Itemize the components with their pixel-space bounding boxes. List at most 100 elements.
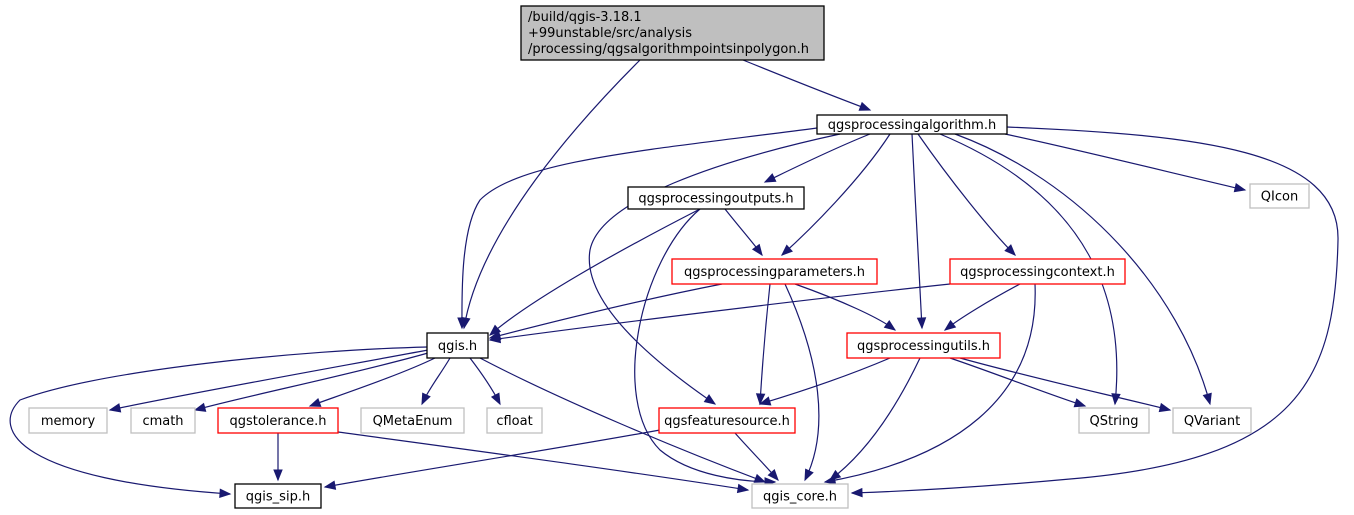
edge-arrowhead bbox=[273, 469, 283, 482]
edge-arrowhead bbox=[108, 403, 122, 413]
edge-line bbox=[1004, 133, 1246, 191]
edge-line bbox=[759, 283, 771, 405]
edge-qgsprocessingutils-to-qvariant bbox=[959, 357, 1172, 413]
edge-arrowhead bbox=[736, 483, 750, 494]
node-label: cfloat bbox=[496, 414, 532, 429]
node-box bbox=[816, 114, 1008, 135]
edge-line bbox=[911, 133, 923, 329]
node-label: QVariant bbox=[1184, 414, 1240, 429]
edge-line bbox=[959, 357, 1171, 411]
edge-arrowhead bbox=[1233, 183, 1247, 193]
edge-qgsprocessingalgorithm-to-qgsfeaturesource bbox=[588, 133, 841, 405]
edge-line bbox=[309, 357, 436, 407]
node-qgis[interactable]: qgis.h bbox=[426, 332, 489, 359]
edge-arrowhead bbox=[781, 244, 793, 256]
node-label: qgsprocessingoutputs.h bbox=[638, 192, 793, 207]
edge-arrowhead bbox=[457, 317, 467, 330]
node-label: qgsfeaturesource.h bbox=[664, 414, 790, 429]
edge-arrowhead bbox=[758, 396, 772, 406]
node-box bbox=[846, 332, 1001, 359]
node-cmath: cmath bbox=[130, 407, 196, 434]
node-qgstolerance[interactable]: qgstolerance.h bbox=[217, 407, 339, 434]
node-qgsprocessingparameters[interactable]: qgsprocessingparameters.h bbox=[671, 258, 878, 285]
node-box bbox=[1172, 407, 1252, 434]
edge-line bbox=[489, 283, 951, 341]
edge-arrowhead bbox=[703, 394, 717, 405]
edge-line bbox=[479, 357, 766, 483]
edge-line bbox=[489, 208, 701, 336]
edge-arrowhead bbox=[193, 402, 207, 412]
node-qgsprocessingalgorithm[interactable]: qgsprocessingalgorithm.h bbox=[816, 114, 1008, 135]
edge-qgsprocessingalgorithm-to-qgis bbox=[457, 127, 818, 330]
edge-line bbox=[851, 126, 1339, 494]
edge-line bbox=[829, 357, 921, 481]
edge-arrowhead bbox=[755, 393, 766, 406]
node-box bbox=[234, 483, 322, 509]
edge-qgis-to-memory bbox=[108, 349, 429, 413]
edge-arrowhead bbox=[804, 468, 814, 482]
nodes-layer: /build/qgis-3.18.1+99unstable/src/analys… bbox=[28, 5, 1310, 509]
edge-line bbox=[917, 133, 1016, 256]
node-label: QIcon bbox=[1261, 190, 1298, 205]
edge-qgsprocessingalgorithm-to-qicon bbox=[1004, 133, 1247, 193]
edge-arrowhead bbox=[1202, 392, 1212, 406]
node-label: QMetaEnum bbox=[373, 414, 453, 429]
edge-line bbox=[784, 283, 820, 481]
node-qicon: QIcon bbox=[1249, 183, 1310, 209]
edge-line bbox=[794, 283, 896, 331]
edge-qgis-to-qmetaenum bbox=[421, 357, 451, 406]
node-qgis_core: qgis_core.h bbox=[751, 483, 849, 509]
node-box bbox=[658, 407, 796, 434]
node-box bbox=[217, 407, 339, 434]
node-box bbox=[1249, 183, 1310, 209]
edge-arrowhead bbox=[308, 397, 322, 407]
edge-arrowhead bbox=[753, 473, 767, 483]
edge-arrowhead bbox=[1158, 402, 1172, 413]
edge-qgsprocessingcontext-to-qgis bbox=[488, 283, 951, 344]
edge-qgsprocessingutils-to-qgsfeaturesource bbox=[758, 357, 891, 406]
node-memory: memory bbox=[28, 407, 108, 434]
edge-arrowhead bbox=[488, 333, 502, 344]
node-label: /processing/qgsalgorithmpointsinpolygon.… bbox=[528, 42, 809, 57]
node-label: +99unstable/src/analysis bbox=[528, 26, 692, 41]
edge-qgsprocessingalgorithm-to-qgsprocessingoutputs bbox=[763, 133, 871, 183]
edge-qgis-to-cfloat bbox=[469, 357, 501, 406]
edge-arrowhead bbox=[1111, 393, 1121, 406]
node-label: qgis_sip.h bbox=[246, 490, 310, 505]
edge-qgis-to-qgstolerance bbox=[308, 357, 436, 407]
edge-arrowhead bbox=[323, 480, 337, 490]
node-label: memory bbox=[41, 414, 96, 429]
node-label: qgstolerance.h bbox=[229, 414, 326, 429]
edge-qgsprocessingalgorithm-to-qvariant bbox=[954, 133, 1212, 406]
node-box bbox=[28, 407, 108, 434]
edge-line bbox=[742, 59, 871, 111]
node-box bbox=[627, 186, 805, 210]
edge-line bbox=[949, 357, 1086, 407]
edge-line bbox=[463, 59, 641, 329]
node-qgsprocessingutils[interactable]: qgsprocessingutils.h bbox=[846, 332, 1001, 359]
node-qstring: QString bbox=[1078, 407, 1150, 434]
edge-qgsprocessingcontext-to-qgsprocessingutils bbox=[943, 283, 1021, 331]
edge-qgsprocessingparameters-to-qgis_core bbox=[784, 283, 820, 482]
edge-qgstolerance-to-qgis_sip bbox=[273, 433, 283, 482]
node-qgis_sip[interactable]: qgis_sip.h bbox=[234, 483, 322, 509]
edge-qgsfeaturesource-to-qgis_core bbox=[734, 432, 779, 482]
node-qgsfeaturesource[interactable]: qgsfeaturesource.h bbox=[658, 407, 796, 434]
edge-arrowhead bbox=[219, 488, 232, 499]
node-label: qgis_core.h bbox=[763, 490, 837, 505]
node-label: QString bbox=[1089, 414, 1138, 429]
edge-line bbox=[9, 346, 429, 495]
node-qgsprocessingoutputs[interactable]: qgsprocessingoutputs.h bbox=[627, 186, 805, 210]
node-qgsprocessingcontext[interactable]: qgsprocessingcontext.h bbox=[949, 258, 1126, 285]
edge-root-to-qgsprocessingalgorithm bbox=[742, 59, 872, 111]
edge-qgsprocessingoutputs-to-qgsprocessingparameters bbox=[724, 208, 763, 257]
edge-qgsfeaturesource-to-qgis_sip bbox=[323, 429, 661, 490]
edge-root-to-qgis bbox=[461, 59, 641, 330]
edge-line bbox=[324, 429, 661, 488]
edge-line bbox=[944, 283, 1021, 331]
edge-arrowhead bbox=[850, 487, 863, 498]
node-label: qgsprocessingalgorithm.h bbox=[828, 118, 996, 133]
node-box bbox=[671, 258, 878, 285]
edge-line bbox=[461, 127, 818, 329]
edge-line bbox=[781, 133, 891, 256]
